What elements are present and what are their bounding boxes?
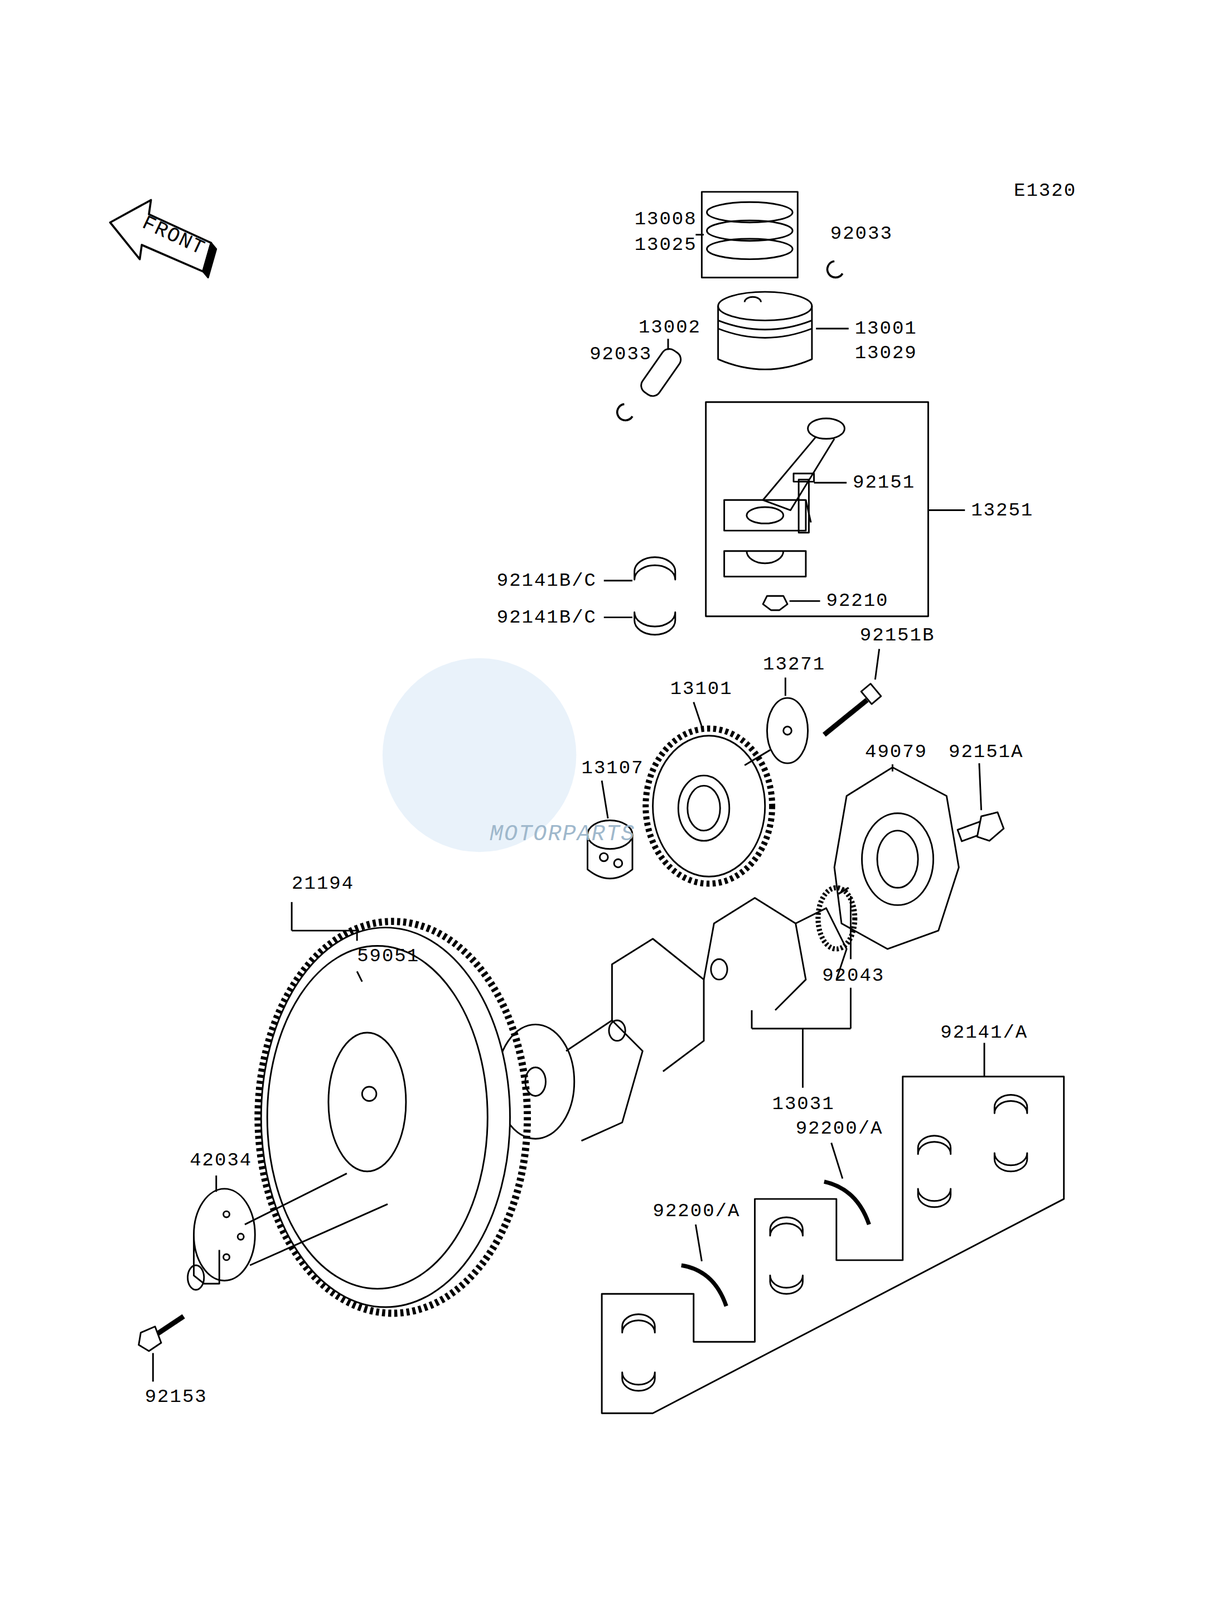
callout-number: 92033 <box>589 344 652 364</box>
callout-number: 13002 <box>638 317 702 337</box>
connecting-rod <box>724 418 845 577</box>
callout-number: 13251 <box>970 500 1034 520</box>
idler-gear <box>645 728 773 884</box>
callout-number: 92141B/C <box>496 607 597 627</box>
flywheel <box>258 921 528 1313</box>
callout-number: 59051 <box>356 946 420 966</box>
piston <box>718 291 812 370</box>
front-arrow <box>110 200 212 272</box>
callout-number: 49079 <box>864 742 928 762</box>
bearing-shells <box>622 1094 1028 1391</box>
callout-number: 13271 <box>762 654 826 674</box>
gear-cover <box>834 766 959 949</box>
callout-number: 92210 <box>826 591 889 611</box>
drawing-code: E1320 <box>1013 181 1077 201</box>
callout-number: 92151B <box>859 625 935 645</box>
callout-number: 13008 <box>634 209 698 229</box>
watermark: MOTORPARTS <box>489 823 636 846</box>
callout-number: 13001 <box>854 318 918 338</box>
callout-number: 42034 <box>189 1150 253 1170</box>
callout-number: 13029 <box>854 343 918 363</box>
callout-number: 92200/A <box>653 1201 741 1221</box>
callout-number: 13031 <box>772 1094 835 1114</box>
callout-number: 92153 <box>144 1386 208 1406</box>
callout-number: 13107 <box>581 758 645 778</box>
frame <box>701 191 798 278</box>
callout-number: 92151A <box>948 742 1024 762</box>
crankshaft <box>496 887 855 1141</box>
callout-number: 13101 <box>670 679 733 699</box>
callout-number: 92043 <box>822 965 885 985</box>
callout-number: 13025 <box>634 235 698 255</box>
callout-number: 92141B/C <box>496 571 597 591</box>
callout-number: 21194 <box>291 873 355 893</box>
callout-number: 92151 <box>852 472 916 492</box>
callout-number: 92141/A <box>940 1022 1028 1042</box>
coupling <box>187 1188 256 1290</box>
callout-number: 92033 <box>830 224 893 244</box>
callout-number: 92200/A <box>795 1118 884 1138</box>
